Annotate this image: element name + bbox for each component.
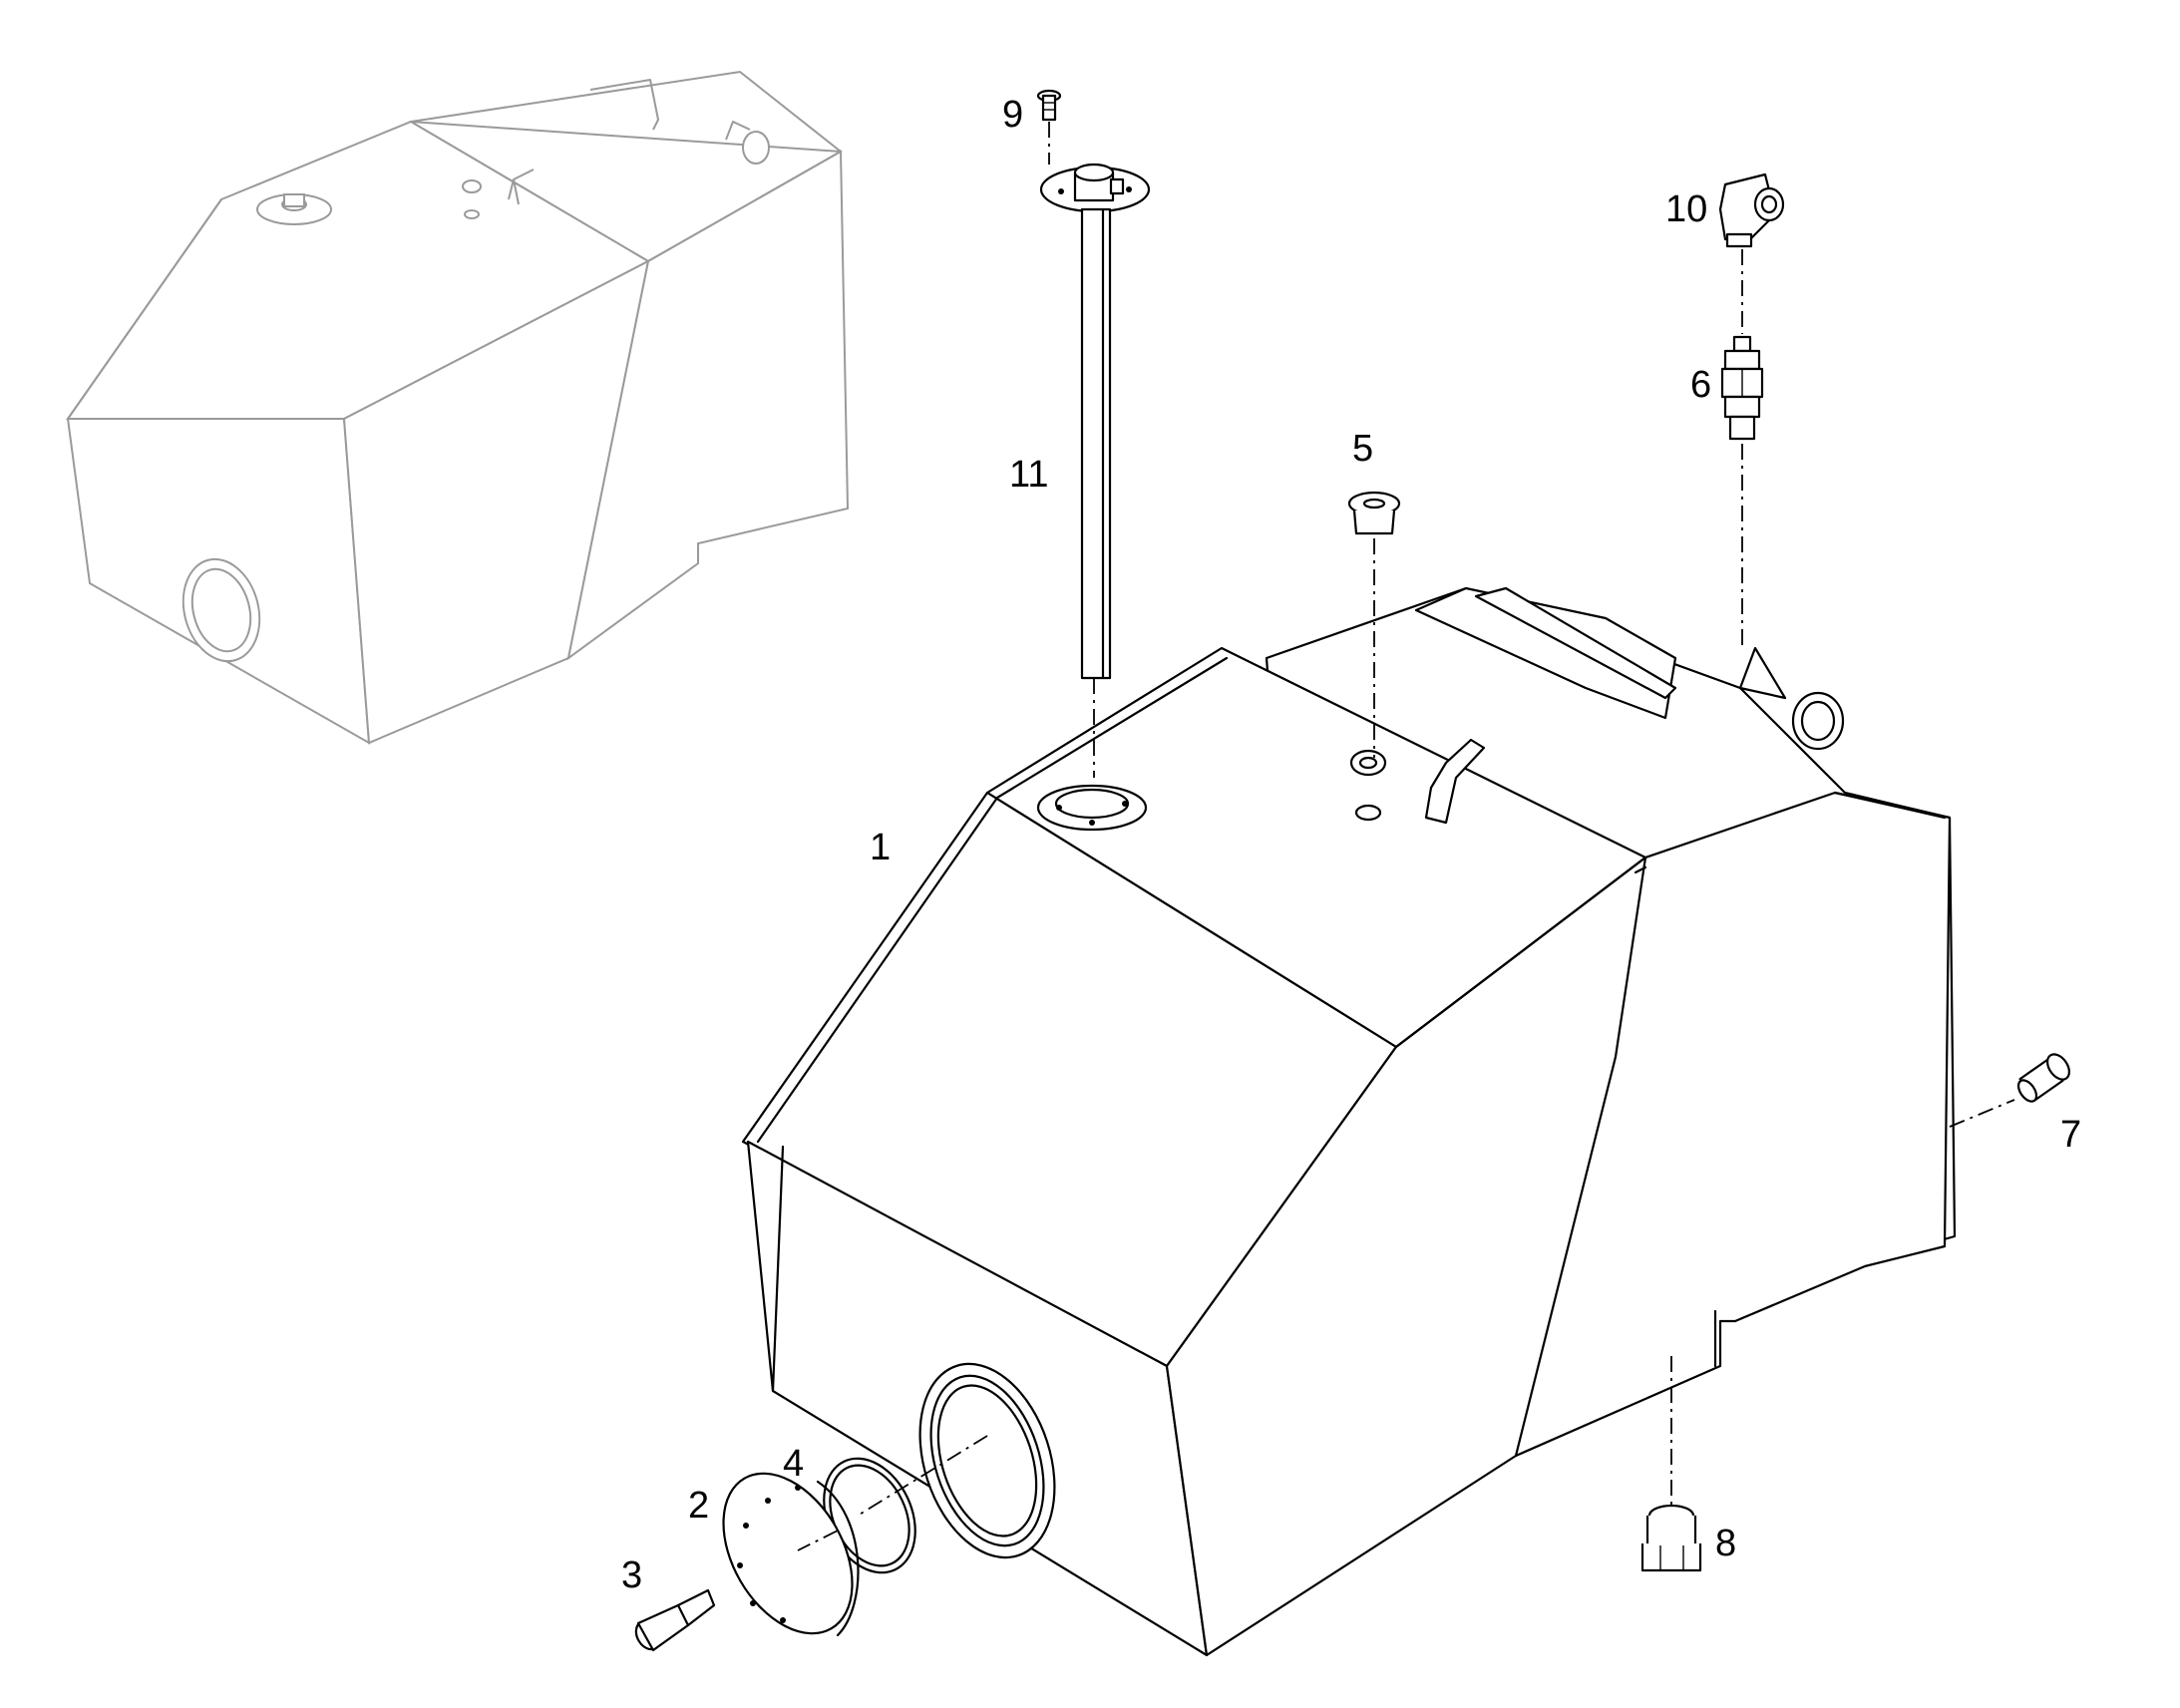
callout-7: 7 — [2060, 1114, 2081, 1156]
screw-9 — [1036, 89, 1062, 122]
callout-10: 10 — [1665, 188, 1707, 230]
bolt-3 — [634, 1588, 716, 1652]
connector-6 — [1720, 335, 1764, 441]
callout-1: 1 — [870, 827, 891, 868]
hydraulic-tank — [741, 586, 1957, 1657]
callout-labels: 1 2 3 4 5 6 7 8 9 10 11 — [621, 94, 2081, 1596]
callout-2: 2 — [688, 1485, 709, 1527]
drain-plug-8 — [1640, 1504, 1702, 1572]
plug-5 — [1347, 491, 1401, 535]
callout-8: 8 — [1715, 1523, 1736, 1564]
callout-5: 5 — [1352, 428, 1373, 470]
elbow-fitting-10 — [1718, 172, 1785, 248]
plug-7 — [2016, 1053, 2071, 1103]
callout-4: 4 — [783, 1443, 804, 1485]
callout-3: 3 — [621, 1554, 642, 1596]
overview-tank — [66, 70, 850, 745]
assembly-lines — [797, 122, 2015, 1551]
cover-plate-2 — [722, 1472, 860, 1637]
callout-6: 6 — [1690, 364, 1711, 406]
callout-9: 9 — [1002, 94, 1023, 136]
level-gauge — [1039, 163, 1151, 680]
callout-11: 11 — [1009, 454, 1048, 496]
